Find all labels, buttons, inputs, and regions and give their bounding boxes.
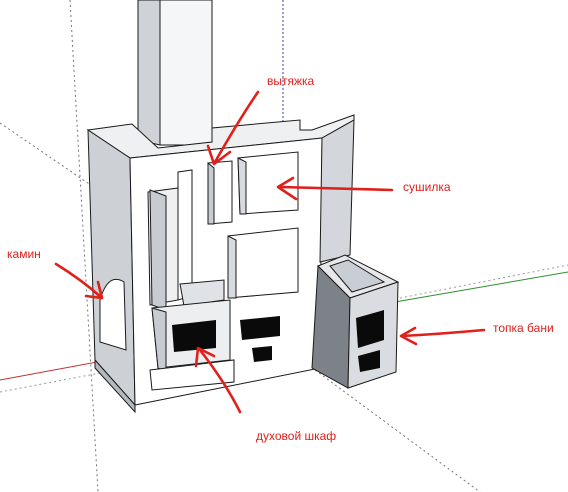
label-topka-bani: топка бани	[493, 321, 554, 335]
label-kamin: камин	[7, 247, 41, 261]
label-dukhovoy-shkaf: духовой шкаф	[256, 429, 337, 443]
stove-base-step	[94, 358, 136, 414]
fireplace	[99, 278, 127, 351]
label-sushilka: сушилка	[403, 180, 451, 194]
oven-door	[172, 320, 216, 352]
axis-green	[394, 271, 568, 303]
bath-firebox-door-upper	[356, 310, 384, 348]
axis-red-dotted	[0, 372, 101, 393]
middle-chamber	[227, 227, 299, 299]
arrow-sushilka-icon	[276, 176, 394, 201]
annotation-arrows	[54, 90, 486, 414]
doors	[172, 316, 280, 362]
guide-dotted-bottom	[314, 369, 481, 492]
bath-firebox-top-inner	[329, 259, 386, 293]
arrow-vytyazhka-icon	[206, 90, 260, 166]
firebox-door	[240, 316, 280, 340]
chimney	[137, 0, 213, 146]
guide-dotted-left	[69, 0, 99, 492]
ash-door	[252, 346, 272, 362]
bath-firebox	[311, 254, 400, 389]
arrow-oven-icon	[194, 346, 242, 414]
arrow-topka-icon	[399, 326, 486, 346]
chimney-front	[159, 0, 213, 146]
fireplace-arch	[99, 278, 127, 351]
bath-firebox-door-lower	[358, 350, 380, 372]
stove-right-face	[319, 119, 355, 263]
arrow-kamin-icon	[54, 262, 104, 300]
guide-dotted-right	[399, 264, 568, 299]
label-vytyazhka: вытяжка	[267, 74, 315, 88]
dryer-chamber	[237, 151, 299, 215]
chimney-side	[137, 0, 161, 146]
